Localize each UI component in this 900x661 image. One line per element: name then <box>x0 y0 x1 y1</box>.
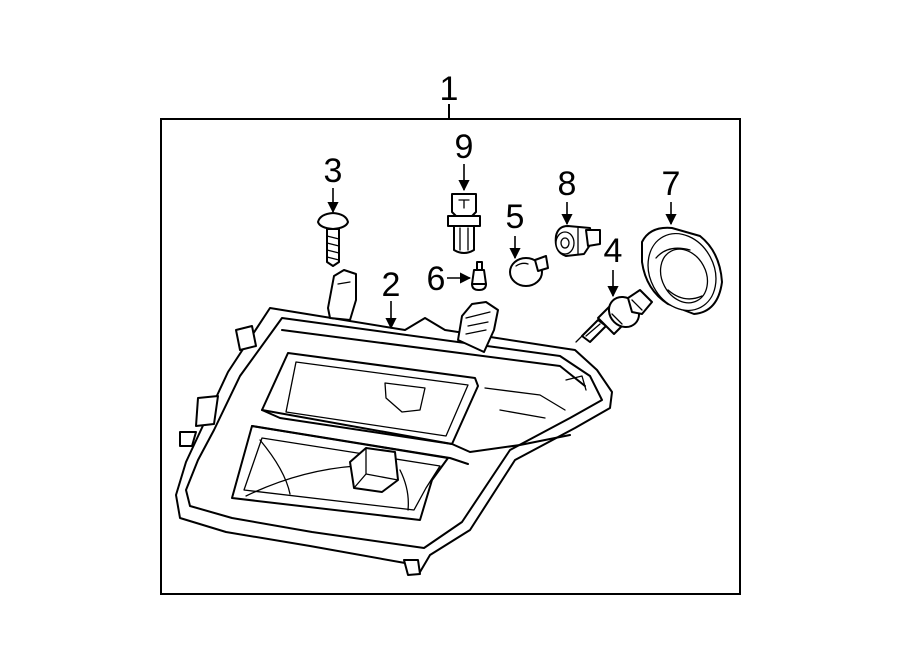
callout-4: 4 <box>604 232 623 270</box>
socket-part-8 <box>554 225 601 257</box>
callout-1: 1 <box>440 70 459 108</box>
bulb-cap-part-7 <box>641 226 723 315</box>
halogen-bulb-part-4 <box>575 289 653 343</box>
callout-7: 7 <box>662 165 681 203</box>
callout-5: 5 <box>506 198 525 236</box>
headlamp-housing <box>175 269 613 576</box>
screw-part-3 <box>317 212 349 267</box>
callout-3: 3 <box>324 152 343 190</box>
callout-6: 6 <box>427 260 446 298</box>
wedge-bulb-part-6 <box>471 261 487 291</box>
socket-part-9 <box>447 193 481 254</box>
callout-9: 9 <box>455 128 474 166</box>
callout-2: 2 <box>382 266 401 304</box>
assembly-frame <box>160 118 741 595</box>
callout-8: 8 <box>558 165 577 203</box>
round-bulb-part-5 <box>509 255 549 287</box>
